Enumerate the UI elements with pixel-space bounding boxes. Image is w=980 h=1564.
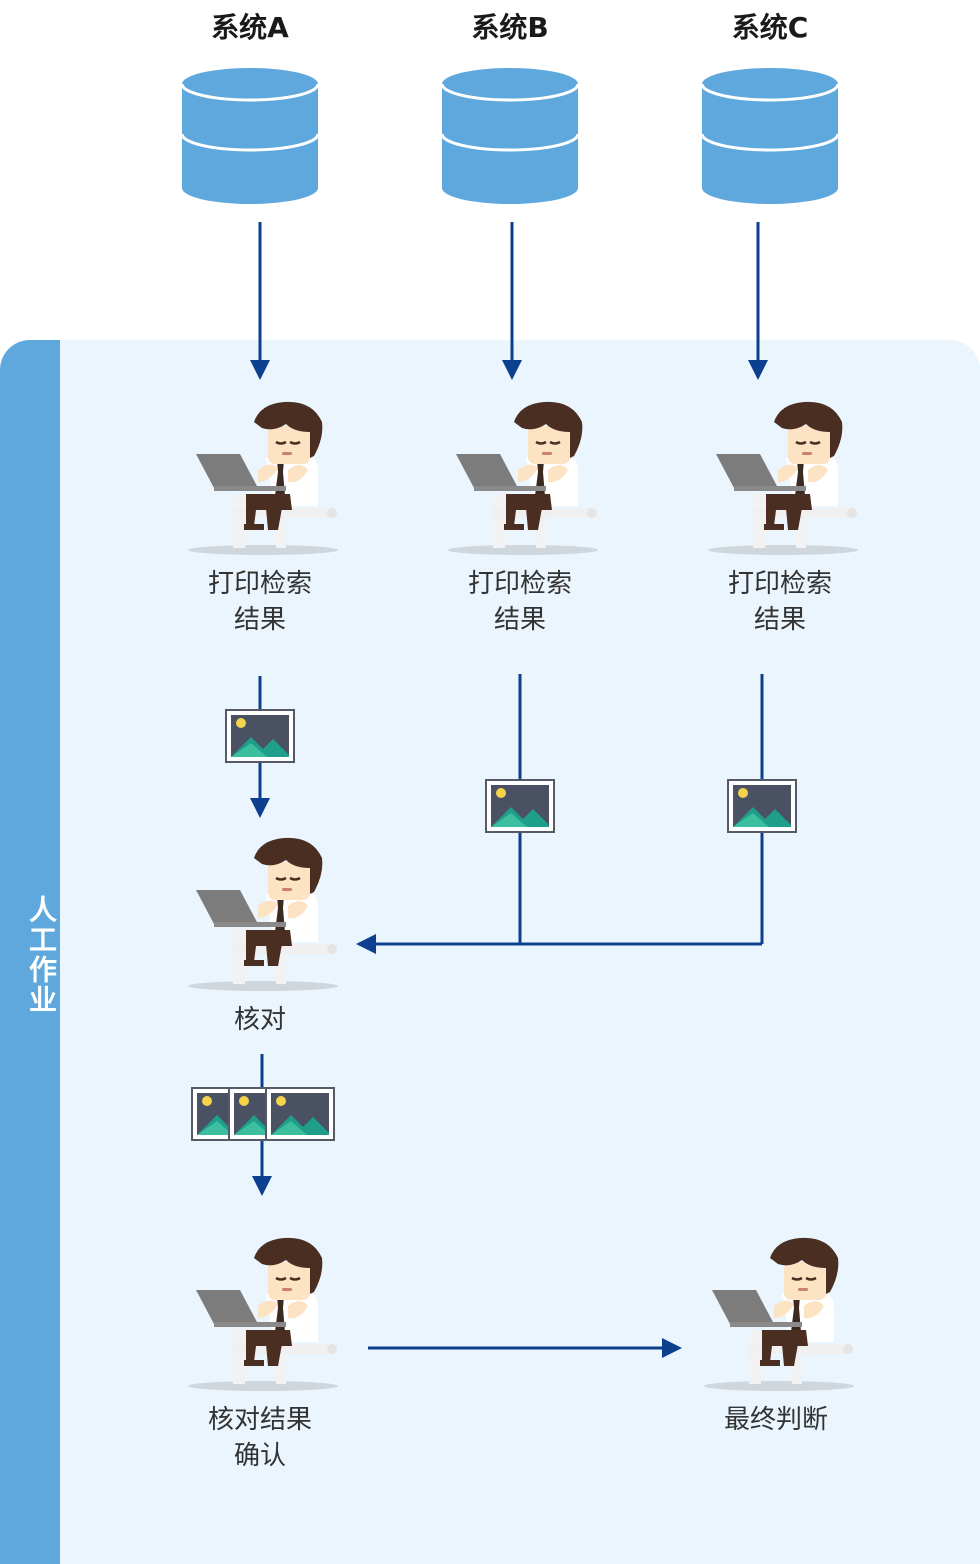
image-document-icon	[225, 709, 295, 763]
image-document-icon	[727, 779, 797, 833]
system-b-title: 系统B	[471, 11, 549, 44]
worker-laptop-icon	[694, 1234, 864, 1399]
task-label-verify: 核对	[233, 1005, 286, 1035]
sidebar	[0, 340, 60, 1564]
task-label-print-b: 打印检索 结果	[467, 569, 572, 635]
worker-laptop-icon	[698, 398, 868, 563]
system-a-title: 系统A	[211, 11, 289, 44]
task-label-confirm: 核对结果 确认	[207, 1405, 312, 1471]
worker-laptop-icon	[178, 398, 348, 563]
worker-laptop-icon	[178, 1234, 348, 1399]
system-c-title: 系统C	[731, 11, 809, 44]
task-label-final: 最终判断	[723, 1405, 828, 1435]
task-label-print-c: 打印检索 结果	[727, 569, 832, 635]
worker-laptop-icon	[178, 834, 348, 999]
image-document-icon	[485, 779, 555, 833]
image-document-icon	[265, 1087, 335, 1141]
manual-work-panel	[0, 340, 980, 1564]
sidebar-label: 人工作业	[25, 895, 58, 1015]
task-label-print-a: 打印检索 结果	[207, 569, 312, 635]
worker-laptop-icon	[438, 398, 608, 563]
